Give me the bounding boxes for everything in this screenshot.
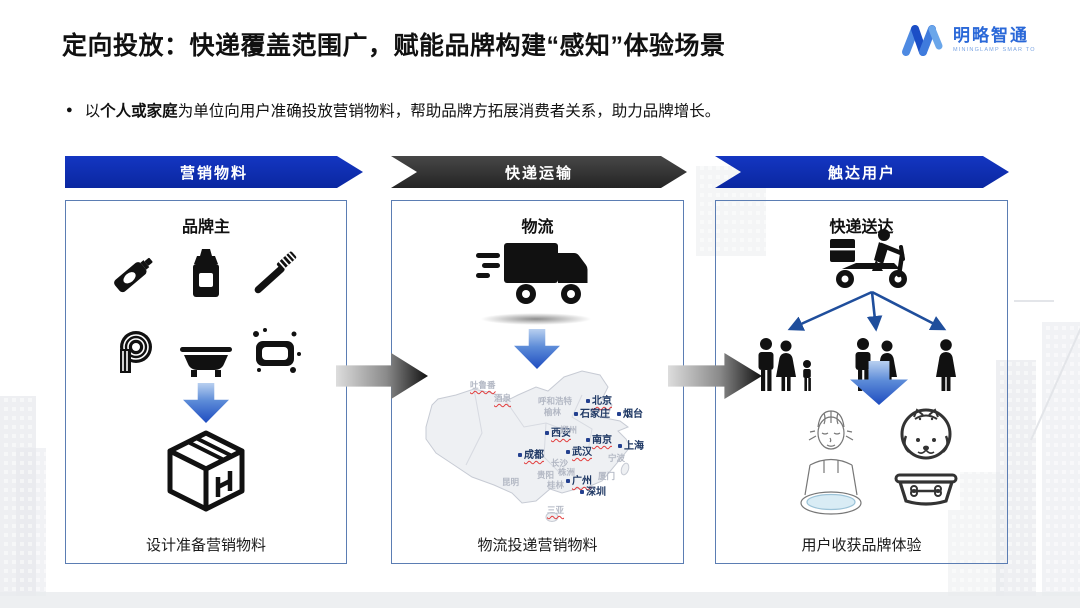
map-city-label: 广州: [566, 477, 592, 487]
ground-strip: [0, 592, 1080, 608]
face-washing-photo: [794, 403, 868, 518]
parcel-box-icon: [162, 425, 250, 518]
crane-watermark: [1014, 300, 1054, 302]
box-title: 物流: [521, 219, 554, 236]
map-city-label: 榆林: [544, 407, 562, 417]
single-user-icon: [934, 337, 958, 400]
down-arrow-icon: [183, 383, 229, 423]
map-city-label: 烟台: [617, 410, 643, 420]
map-city-label: 吐鲁番: [470, 380, 496, 390]
map-city-label: 三亚: [547, 505, 565, 515]
toilet-paper-roll-icon: [108, 325, 164, 381]
bullet-highlight: 个人或家庭: [100, 103, 178, 120]
stage-box-reach-users: 快递送达: [715, 200, 1008, 564]
stage-box-logistics: 物流 北京: [391, 200, 684, 564]
stage-box-brand-owner: 品牌主: [65, 200, 347, 564]
map-city-label: 石家庄: [574, 410, 610, 420]
map-city-label: 桂林: [547, 480, 565, 490]
map-city-label: 酒泉: [494, 393, 512, 403]
box-title: 快递送达: [829, 219, 894, 236]
map-city-label: 厦门: [598, 471, 616, 481]
bullet-text: 以个人或家庭为单位向用户准确投放营销物料，帮助品牌方拓展消费者关系，助力品牌增长…: [84, 103, 721, 120]
map-city-label: 长沙: [551, 458, 569, 468]
map-city-label: 株洲: [558, 467, 576, 477]
map-city-label: 南京: [586, 436, 612, 446]
map-city-label: 呼和浩特: [538, 396, 573, 406]
family-with-child-icon: [755, 337, 817, 400]
logo-name: 明略智通: [953, 25, 1029, 45]
bathtub-icon: [178, 325, 234, 381]
toothpaste-tube-icon: [108, 245, 164, 301]
banner-reach-users: 触达用户: [715, 156, 1009, 188]
skyline-building: [16, 448, 46, 596]
skyline-building: [996, 360, 1036, 596]
map-city-label: 深圳: [580, 488, 606, 498]
box-caption: 用户收获品牌体验: [801, 537, 922, 554]
fan-arrows-icon: [787, 290, 947, 332]
box-caption: 设计准备营销物料: [145, 537, 266, 554]
china-map-outline: [425, 370, 631, 522]
map-city-label: 昆明: [502, 477, 520, 487]
delivery-scooter-icon: [828, 227, 916, 294]
map-city-label: 上海: [618, 442, 644, 452]
minglamp-logo-icon: [902, 25, 943, 56]
truck-shadow: [480, 313, 592, 325]
delivery-truck-icon: [476, 237, 598, 320]
company-logo: 明略智通 MININGLAMP SMAR TO: [900, 20, 1036, 60]
map-city-label: 西安: [545, 429, 571, 439]
intro-bullet: ● 以个人或家庭为单位向用户准确投放营销物料，帮助品牌方拓展消费者关系，助力品牌…: [66, 99, 720, 121]
pet-care-photo: [892, 406, 960, 510]
lotion-bottle-icon: [178, 245, 234, 301]
china-map: 北京 石家庄 烟台 西安 南京 上海 武汉 成都 广州 深圳 吐鲁番 酒泉 呼和…: [396, 365, 678, 537]
bullet-marker: ●: [66, 104, 73, 116]
page-title: 定向投放：快递覆盖范围广，赋能品牌构建“感知”体验场景: [62, 32, 726, 60]
banner-marketing-materials: 营销物料: [65, 156, 363, 188]
map-city-label: 成都: [518, 451, 544, 461]
box-caption: 物流投递营销物料: [477, 537, 598, 554]
map-city-label: 北京: [586, 397, 612, 407]
banner-express-transport: 快递运输: [391, 156, 687, 188]
map-city-label: 武汉: [566, 448, 592, 458]
map-city-label: 贵阳: [537, 470, 555, 480]
soap-icon: [248, 325, 304, 381]
down-arrow-icon: [514, 329, 560, 369]
box-title: 品牌主: [181, 219, 230, 236]
logo-tagline: MININGLAMP SMAR TO: [953, 47, 1036, 54]
toothbrush-icon: [248, 245, 304, 301]
skyline-building: [1042, 322, 1080, 596]
map-city-label: 宁波: [608, 453, 626, 463]
map-city-label: 郑州: [560, 425, 578, 435]
